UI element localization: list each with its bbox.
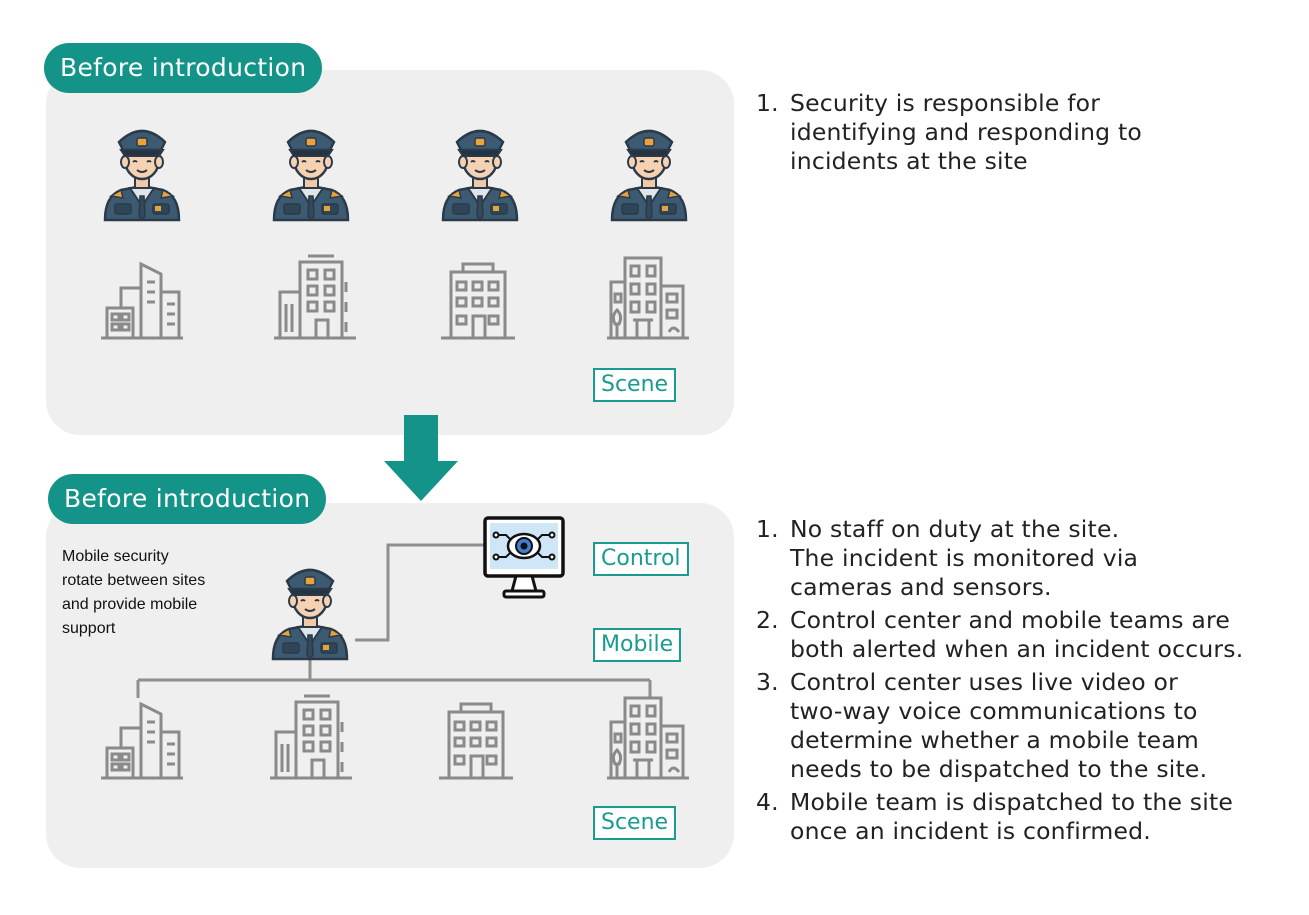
- list-number: 3.: [756, 668, 779, 696]
- after-description-list: 1. No staff on duty at the site. The inc…: [756, 515, 1301, 850]
- scene-tag: Scene: [593, 368, 677, 402]
- list-number: 1.: [756, 515, 779, 543]
- list-text: No staff on duty at the site. The incide…: [790, 515, 1139, 601]
- office-building-icon: [266, 692, 356, 782]
- apartment-building-icon: [431, 692, 521, 782]
- monitor-camera-icon: [482, 515, 566, 601]
- list-text: Control center uses live video or two-wa…: [790, 668, 1208, 783]
- list-text: Security is responsible for identifying …: [790, 89, 1142, 175]
- list-number: 4.: [756, 788, 779, 816]
- list-text: Mobile team is dispatched to the site on…: [790, 788, 1234, 845]
- list-number: 2.: [756, 606, 779, 634]
- before-pill: Before introduction: [44, 43, 323, 93]
- scene-tag: Scene: [593, 806, 677, 840]
- control-tag: Control: [593, 542, 689, 576]
- list-item: 2. Control center and mobile teams are b…: [756, 606, 1301, 664]
- before-description-list: 1. Security is responsible for identifyi…: [756, 89, 1276, 180]
- mobile-security-note: Mobile security rotate between sites and…: [62, 548, 206, 637]
- list-item: 3. Control center uses live video or two…: [756, 668, 1301, 784]
- campus-building-icon: [603, 692, 693, 782]
- guard-icon: [265, 555, 355, 665]
- office-tower-icon: [97, 692, 187, 782]
- list-item: 4. Mobile team is dispatched to the site…: [756, 788, 1301, 846]
- list-item: 1. No staff on duty at the site. The inc…: [756, 515, 1301, 602]
- arrow-down-icon: [384, 415, 458, 501]
- after-pill: Before introduction: [48, 474, 327, 524]
- list-text: Control center and mobile teams are both…: [790, 606, 1244, 663]
- mobile-tag: Mobile: [593, 628, 682, 662]
- list-item: 1. Security is responsible for identifyi…: [756, 89, 1276, 176]
- list-number: 1.: [756, 89, 779, 117]
